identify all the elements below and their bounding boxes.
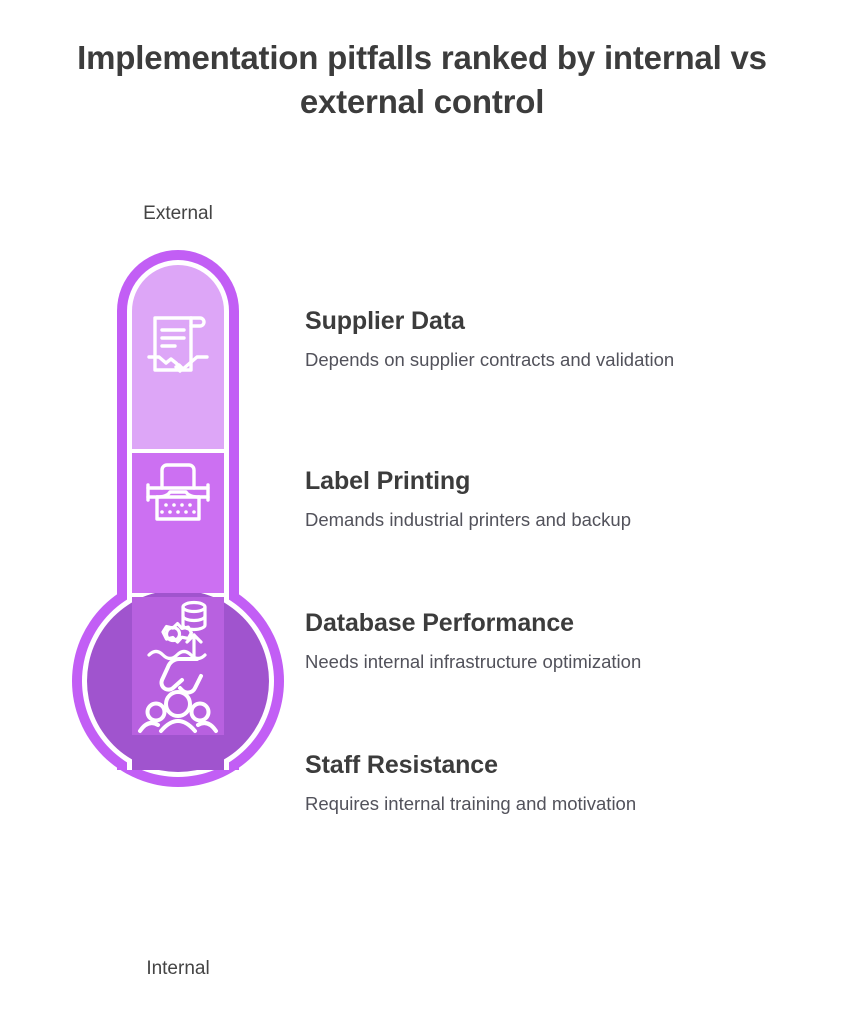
entry-description: Needs internal infrastructure optimizati… <box>305 651 642 672</box>
people-care-icon <box>135 652 221 741</box>
list-item-supplier-data[interactable]: Supplier Data Depends on supplier contra… <box>305 306 775 374</box>
list-item-database-performance[interactable]: Database Performance Needs internal infr… <box>305 608 775 676</box>
database-optimization-icon <box>143 598 213 669</box>
entry-title: Database Performance <box>305 609 574 637</box>
scale-bottom-label: Internal <box>146 958 210 979</box>
printer-icon <box>143 462 213 529</box>
entry-description: Depends on supplier contracts and valida… <box>305 349 675 370</box>
thermometer-chart <box>72 250 284 940</box>
thermometer-segment-staff-resistance[interactable] <box>132 739 224 770</box>
entry-title: Supplier Data <box>305 307 465 335</box>
thermometer-segment-label-printing[interactable] <box>132 453 224 593</box>
contract-handshake-icon <box>147 308 209 385</box>
scale-top-label: External <box>143 203 213 224</box>
page-title: Implementation pitfalls ranked by intern… <box>77 39 767 121</box>
entry-description: Demands industrial printers and backup <box>305 509 631 530</box>
list-item-label-printing[interactable]: Label Printing Demands industrial printe… <box>305 466 775 534</box>
entry-title: Staff Resistance <box>305 751 498 779</box>
entry-title: Label Printing <box>305 467 471 495</box>
list-item-staff-resistance[interactable]: Staff Resistance Requires internal train… <box>305 750 775 818</box>
entry-description: Requires internal training and motivatio… <box>305 793 637 814</box>
